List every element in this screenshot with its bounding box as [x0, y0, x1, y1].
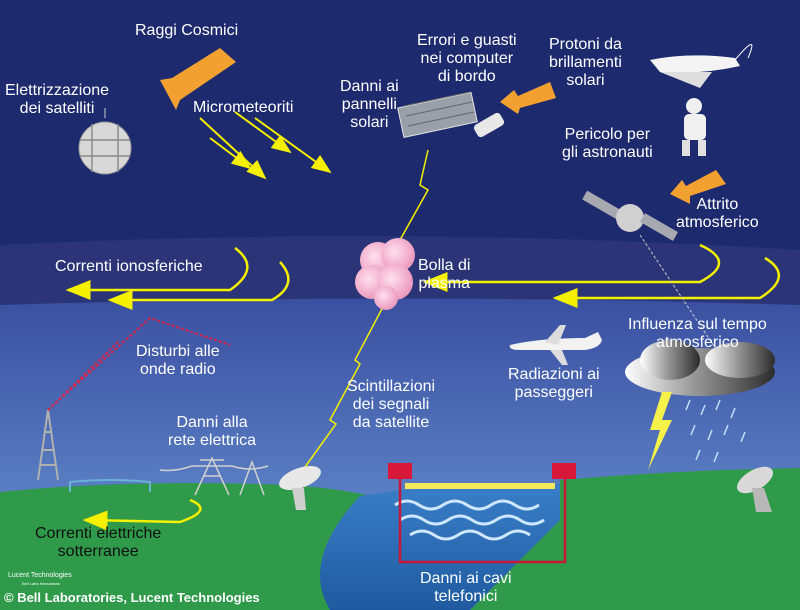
cable-terminal-icon [388, 463, 412, 479]
satellite-icon [582, 190, 721, 356]
label-scintillazioni: Scintillazioni dei segnali da satellite [347, 378, 436, 431]
satellite-dish-icon [279, 465, 321, 510]
label-micrometeoriti: Micrometeoriti [193, 99, 294, 116]
radio-wave-path [47, 316, 231, 411]
radio-tower-icon [37, 316, 231, 481]
label-radiazioni-passeggeri: Radiazioni ai passeggeri [508, 366, 600, 401]
buried-pipe [69, 479, 151, 492]
orange-arrow-icon [670, 170, 726, 204]
copyright-notice: © Bell Laboratories, Lucent Technologies [4, 590, 260, 605]
label-disturbi-radio: Disturbi alle onde radio [136, 343, 220, 378]
astronaut-icon [682, 98, 706, 156]
storm-cloud-icon [625, 340, 775, 470]
micrometeorite-arrows [199, 111, 332, 180]
undersea-cable [398, 479, 567, 564]
label-protoni: Protoni da brillamenti solari [549, 36, 622, 89]
ionospheric-currents [65, 243, 781, 310]
satellite-dish-icon [736, 466, 774, 512]
orange-arrow-icon [160, 48, 236, 110]
wave-line [409, 529, 531, 541]
satellite-icon [397, 91, 505, 138]
airplane-icon [509, 325, 602, 365]
label-danni-rete: Danni alla rete elettrica [168, 414, 257, 449]
label-raggi-cosmici: Raggi Cosmici [135, 22, 239, 39]
land-right [470, 468, 800, 610]
cable-terminal-icon [552, 463, 576, 479]
label-elettrizzazione: Elettrizzazione dei satelliti [5, 82, 110, 117]
label-correnti-ionosferiche: Correnti ionosferiche [55, 258, 203, 275]
plasma-bubble-icon [355, 238, 415, 310]
orange-arrow-icon [500, 82, 556, 114]
label-influenza-tempo: Influenza sul tempo atmosferico [628, 316, 767, 351]
label-danni-cavi: Danni ai cavi telefonici [420, 570, 512, 605]
label-attrito: Attrito atmosferico [676, 196, 759, 231]
underground-current [82, 498, 202, 531]
logo-tagline: Bell Labs Innovations [22, 581, 60, 586]
label-correnti-sotterranee: Correnti elettriche sotterranee [35, 525, 162, 560]
wave-line [394, 499, 540, 511]
decay-trajectory [639, 234, 721, 356]
orange-arrows [160, 48, 726, 204]
space-shuttle-icon [650, 44, 753, 88]
label-pericolo-astronauti: Pericolo per gli astronauti [562, 126, 653, 161]
power-pylon-icon [159, 456, 269, 496]
label-danni-pannelli: Danni ai pannelli solari [340, 78, 399, 131]
sea [320, 483, 560, 610]
wave-line [399, 514, 545, 526]
rain-icon [685, 399, 746, 463]
label-bolla-plasma: Bolla di plasma [418, 257, 471, 292]
satellite-icon [78, 108, 132, 175]
logo-name: Lucent Technologies [8, 572, 72, 579]
cable-bridge [405, 483, 555, 489]
label-errori-computer: Errori e guasti nei computer di bordo [417, 32, 517, 85]
lightning-icon [648, 392, 672, 470]
lucent-logo: Lucent Technologies Bell Labs Innovation… [8, 572, 72, 586]
